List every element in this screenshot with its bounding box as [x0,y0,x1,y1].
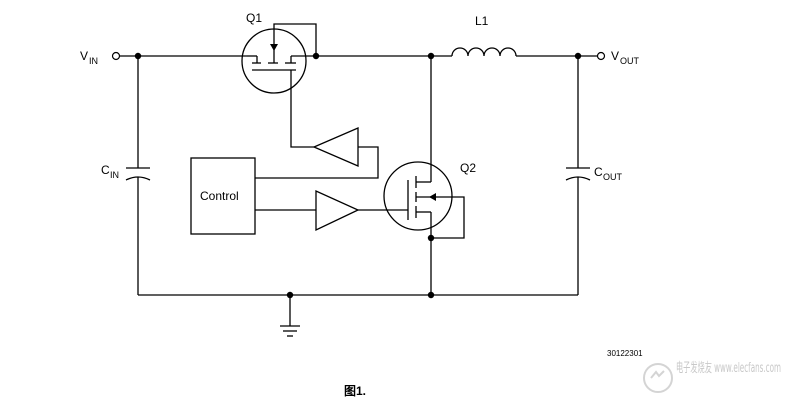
l1-label: L1 [475,14,489,28]
q2-driver-buffer [255,189,408,232]
vout-label: V [611,49,619,63]
watermark-logo: 电子发烧友 www.elecfans.com [643,360,781,393]
vin-label-sub: IN [89,56,98,66]
q1-mosfet [241,23,317,94]
cin-label-sub: IN [110,170,119,180]
vin-terminal [111,51,121,61]
figure-id: 30122301 [607,349,643,358]
cin-label: C [101,163,110,177]
vout-terminal [596,51,606,61]
vout-label-sub: OUT [620,56,640,66]
vin-label: V [80,49,88,63]
q1-driver-buffer [255,93,379,179]
cout-label-sub: OUT [603,172,623,182]
q2-label: Q2 [460,161,476,175]
q1-label: Q1 [246,11,262,25]
l1-inductor [451,47,517,57]
ground-symbol [280,295,300,337]
watermark-text: 电子发烧友 www.elecfans.com [676,360,781,376]
cout-label: C [594,165,603,179]
control-label: Control [200,189,239,203]
q2-mosfet [383,161,465,239]
control-block [190,157,256,235]
figure-caption: 图1. [344,384,366,398]
